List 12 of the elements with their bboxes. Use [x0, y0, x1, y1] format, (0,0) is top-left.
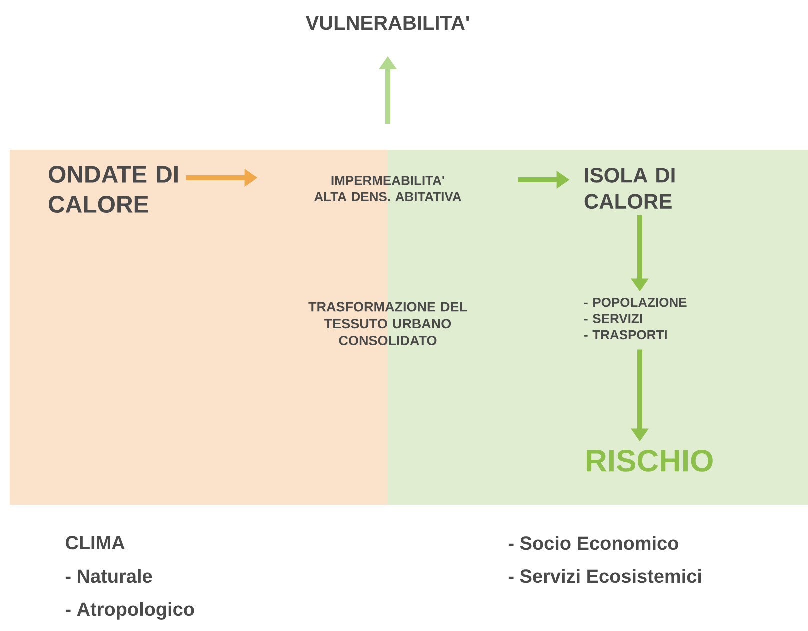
caption-text: - Naturale	[66, 569, 152, 584]
list-text: - POPOLAZIONE - SERVIZI - TRASPORTI	[584, 298, 687, 340]
caption-text: CLIMA	[66, 536, 125, 550]
caption-text: - Servizi Ecosistemici	[508, 569, 702, 584]
result-text: RISCHIO	[587, 450, 713, 472]
process-text: TRASFORMAZIONE DEL TESSUTO URBANO CONSOLIDATO	[308, 302, 468, 346]
heading-text: ISOLA DI CALORE	[584, 168, 675, 210]
caption-text: - Socio Economico	[508, 536, 678, 550]
heading-text: ONDATE DI CALORE	[49, 166, 178, 213]
heading-text: VULNERABILITA'	[306, 16, 470, 30]
caption-text: - Atropologico	[66, 602, 194, 620]
process-text: IMPERMEABILITA' ALTA DENS. ABITATIVA	[314, 176, 462, 202]
